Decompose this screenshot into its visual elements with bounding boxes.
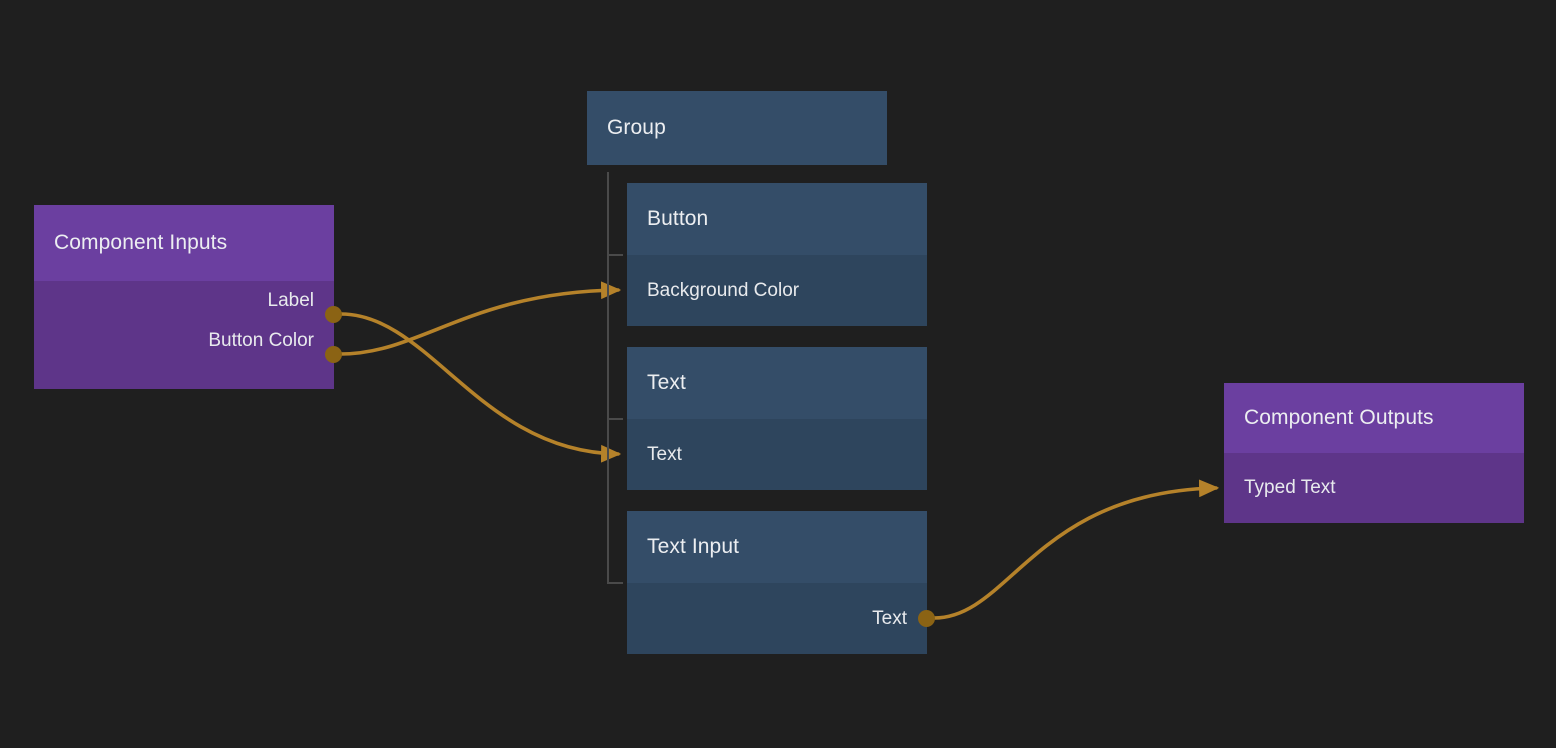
port-label-text-in: Text — [647, 443, 682, 465]
node-button-title: Button — [627, 183, 927, 255]
port-dot-button-color[interactable] — [325, 346, 342, 363]
node-text-input[interactable]: Text Input Text — [627, 511, 927, 654]
edge-button-color-to-background-color — [339, 281, 622, 356]
port-row-text-in[interactable]: Text — [627, 419, 927, 490]
node-component-inputs-body: Label Button Color — [34, 281, 334, 389]
port-row-background-color[interactable]: Background Color — [627, 255, 927, 326]
node-button-body: Background Color — [627, 255, 927, 326]
tree-branch-stub-text — [607, 418, 623, 420]
port-dot-label[interactable] — [325, 306, 342, 323]
port-label-button-color: Button Color — [208, 330, 314, 351]
node-text[interactable]: Text Text — [627, 347, 927, 490]
port-row-label[interactable]: Label — [34, 281, 334, 321]
port-label-background-color: Background Color — [647, 279, 800, 301]
node-text-body: Text — [627, 419, 927, 490]
edge-label-to-text — [339, 312, 622, 463]
node-component-outputs-body: Typed Text — [1224, 453, 1524, 523]
node-component-inputs[interactable]: Component Inputs Label Button Color — [34, 205, 334, 389]
tree-branch-stub-button — [607, 254, 623, 256]
node-component-outputs-title: Component Outputs — [1224, 383, 1524, 453]
port-label-label: Label — [267, 290, 315, 311]
port-row-text-out[interactable]: Text — [627, 583, 927, 654]
node-component-outputs[interactable]: Component Outputs Typed Text — [1224, 383, 1524, 523]
node-text-input-title: Text Input — [627, 511, 927, 583]
node-button[interactable]: Button Background Color — [627, 183, 927, 326]
port-dot-text-out[interactable] — [918, 610, 935, 627]
node-text-input-body: Text — [627, 583, 927, 654]
node-group[interactable]: Group — [587, 91, 887, 165]
tree-trunk-line — [607, 172, 609, 584]
port-row-typed-text[interactable]: Typed Text — [1224, 453, 1524, 523]
edge-text-to-typed-text — [932, 479, 1220, 620]
port-label-text-out: Text — [872, 607, 907, 629]
node-component-inputs-title: Component Inputs — [34, 205, 334, 281]
tree-branch-stub-text-input — [607, 582, 623, 584]
port-label-typed-text: Typed Text — [1244, 477, 1336, 498]
node-text-title: Text — [627, 347, 927, 419]
node-group-title: Group — [587, 91, 887, 165]
port-row-button-color[interactable]: Button Color — [34, 321, 334, 361]
